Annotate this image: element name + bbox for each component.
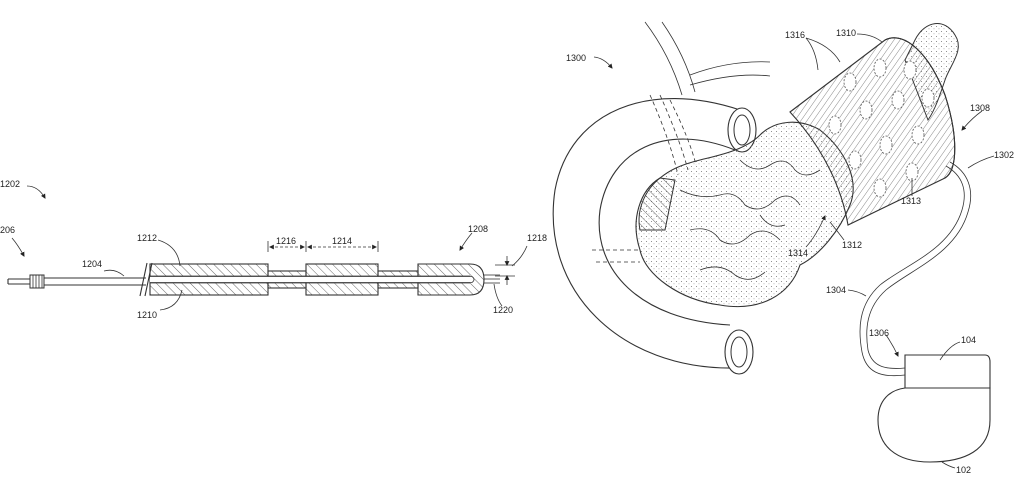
label-1304: 1304: [826, 285, 846, 295]
right-leader-lines: [593, 33, 995, 469]
label-1210: 1210: [137, 310, 157, 320]
cylinder-pores: [828, 58, 935, 198]
dimension-1214: [307, 241, 379, 252]
label-104: 104: [961, 335, 976, 345]
label-1312: 1312: [842, 240, 862, 250]
heart-tissue: [635, 121, 854, 308]
label-1220: 1220: [493, 305, 513, 315]
label-1218: 1218: [527, 233, 547, 243]
label-1316: 1316: [785, 30, 805, 40]
label-1300: 1300: [566, 53, 586, 63]
heart-system: 1300 1316 1310 1308 1302 1313 1312 1314 …: [552, 21, 1014, 475]
lead-wire-1302: [859, 161, 972, 377]
label-1212: 1212: [137, 233, 157, 243]
dimension-1218: [495, 256, 515, 285]
aortic-arch: [552, 98, 757, 375]
label-102: 102: [956, 465, 971, 475]
lead-tip-wires: [484, 274, 500, 284]
label-1214: 1214: [332, 236, 352, 246]
label-1306: 1306: [869, 328, 889, 338]
label-1208: 1208: [468, 224, 488, 234]
label-206: 206: [0, 225, 15, 235]
upper-vessels: [644, 21, 771, 96]
lead-assembly: 1202 206 1204 1212 1210 1216 1214 1208 1…: [0, 179, 547, 320]
label-1310: 1310: [836, 28, 856, 38]
left-leader-lines: [11, 185, 528, 311]
label-1204: 1204: [82, 259, 102, 269]
label-1202: 1202: [0, 179, 20, 189]
lead-distal-section: [149, 263, 485, 296]
label-1216: 1216: [276, 236, 296, 246]
label-1314: 1314: [788, 248, 808, 258]
connector-pin: [7, 274, 45, 289]
dimension-1216: [267, 241, 307, 252]
label-1313: 1313: [901, 196, 921, 206]
label-1308: 1308: [970, 103, 990, 113]
label-1302: 1302: [994, 150, 1014, 160]
device-102: [877, 354, 991, 463]
cylinder-1310: [789, 37, 956, 226]
